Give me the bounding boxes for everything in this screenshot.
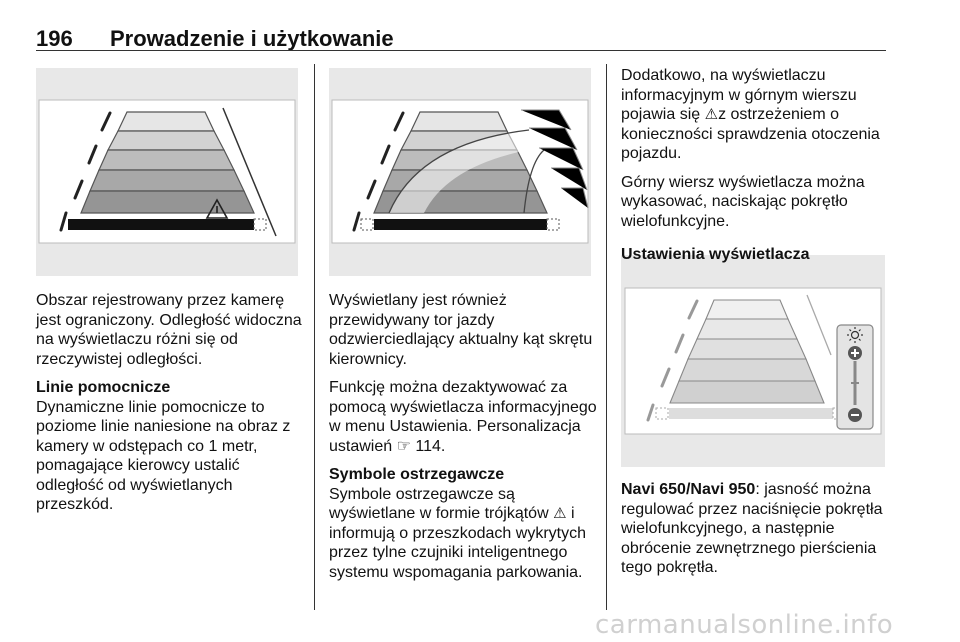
page-reference[interactable]: 114 [415, 437, 441, 455]
warning-triangle-icon: ⚠ [553, 505, 567, 522]
col2-paragraph-3-text: Symbole ostrzegawcze są wyświetlane w fo… [329, 485, 554, 523]
page-header: 196 Prowadzenie i użytkowanie [36, 26, 394, 52]
header-rule [36, 50, 886, 51]
navi-model-label: Navi 650/Navi 950 [621, 481, 756, 498]
col3-heading: Ustawienia wyświetlacza [621, 246, 810, 263]
col1-heading: Linie pomocnicze [36, 379, 171, 396]
col3-paragraph-3: Navi 650/Navi 950: jasność można regulow… [621, 480, 887, 578]
col2-paragraph-2: Funkcję można dezaktywować za pomocą wyś… [329, 379, 597, 455]
column-3-text-lower: Navi 650/Navi 950: jasność można regulow… [621, 480, 887, 587]
col2-paragraph-1: Wyświetlany jest również przewidywany to… [329, 292, 593, 368]
warning-triangle-icon: ⚠ [704, 106, 719, 123]
col3-paragraph-2: Górny wiersz wyświetlacza można wykasowa… [621, 173, 865, 230]
column-3-text: Dodatkowo, na wyświetlaczu informacyjnym… [621, 66, 887, 265]
watermark: carmanualsonline.info [595, 610, 894, 640]
col1-paragraph-1: Obszar rejestrowany przez kamerę jest og… [36, 292, 302, 368]
col3-paragraph-1-rest: z ostrzeżeniem o konieczności sprawdzeni… [621, 106, 880, 162]
col2-paragraph-2-text: Funkcję można dezaktywować za pomocą wyś… [329, 379, 597, 455]
page-title: Prowadzenie i użytkowanie [110, 26, 394, 51]
col2-paragraph-3-rest: i informują o przeszkodach wykrytych prz… [329, 505, 586, 581]
column-2-text: Wyświetlany jest również przewidywany to… [329, 291, 599, 591]
col3-paragraph-1: Dodatkowo, na wyświetlaczu informacyjnym… [621, 66, 887, 164]
camera-view-figure-2 [329, 68, 591, 276]
page-number: 196 [36, 26, 73, 51]
column-divider-2 [606, 64, 607, 610]
col3-paragraph-1-text: Dodatkowo, na wyświetlaczu informacyjnym… [621, 67, 857, 123]
column-divider-1 [314, 64, 315, 610]
col1-paragraph-2: Dynamiczne linie pomocnicze to poziome l… [36, 398, 291, 514]
col3-paragraph-3-text: : jasność można regulować przez naciśnię… [621, 481, 883, 576]
camera-view-figure-1 [36, 68, 298, 276]
reference-icon: ☞ [396, 437, 411, 455]
col2-paragraph-3: Symbole ostrzegawcze są wyświetlane w fo… [329, 485, 599, 583]
display-settings-figure [621, 255, 885, 467]
column-1-text: Obszar rejestrowany przez kamerę jest og… [36, 291, 304, 524]
col2-heading: Symbole ostrzegawcze [329, 466, 505, 483]
